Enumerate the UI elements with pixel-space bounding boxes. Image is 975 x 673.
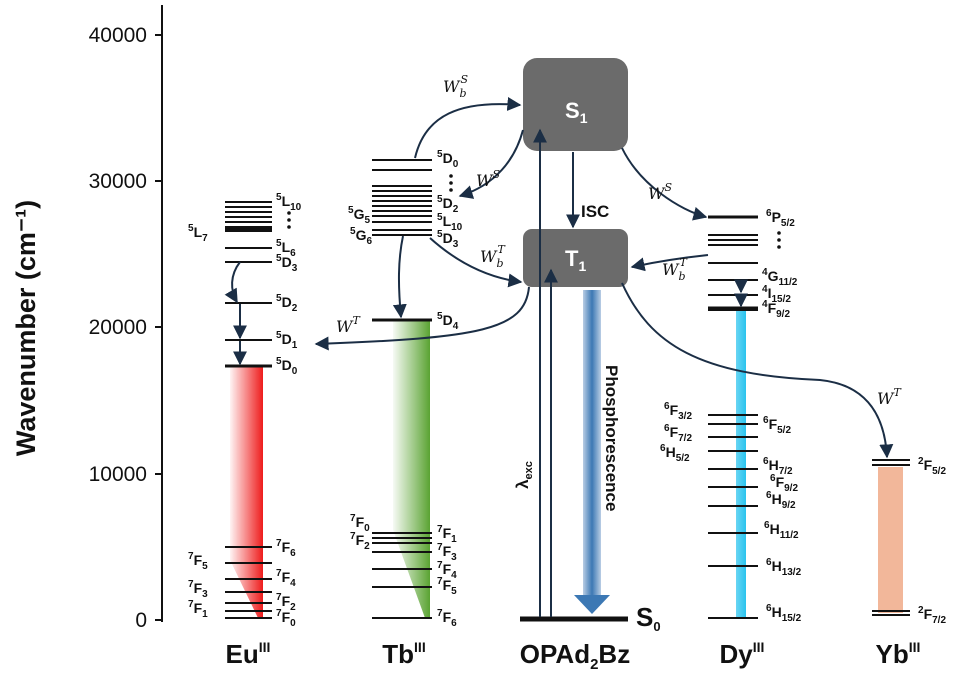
dy-state-label: 4G11/2 [762,267,798,288]
ws-label: WS [476,168,500,190]
wt-yb-arrow [621,282,894,459]
phosphorescence-arrow-head [574,595,610,614]
wbt-dy-arrow [630,254,709,272]
eu-emission-band [230,366,263,618]
y-tick-label: 10000 [89,463,147,486]
tb-state-label: 7F5 [437,576,457,597]
eu-state-label: 7F6 [276,538,296,559]
s0-label: S0 [636,602,661,634]
dy-state-label: 6F9/2 [770,473,798,494]
y-tick-label: 20000 [89,316,147,339]
tb-state-label: 7F4 [437,560,457,581]
dy-state-label: 6H13/2 [766,557,802,578]
tb-state-label: 5D4 [437,311,459,332]
y-axis: 40000 30000 20000 10000 0 Wavenumber (cm… [11,5,163,632]
eu-levels: 5L10 5L7 5L6 5D3 5D2 5D1 5D0 7F6 7F5 7F4… [188,192,302,629]
s1-label: S1 [565,98,588,126]
tb-state-label: 5D0 [437,149,459,170]
eu-relax-arrow [224,261,241,304]
wbt-label: WbT [662,256,689,283]
phosphorescence-arrow-shaft [583,290,601,595]
tb-state-label: 7F2 [350,531,370,552]
eu-state-label: 5D3 [276,253,298,274]
dy-state-label: 6H7/2 [763,456,793,477]
yb-emission-band [878,467,903,613]
eu-state-label: 7F1 [188,599,208,620]
tb-state-label: 5G6 [350,226,372,247]
ws-tb-arrow [458,129,524,199]
yb-state-label: 2F7/2 [918,605,946,626]
tb-relax-arrow [392,235,407,319]
eu-state-label: 7F0 [276,608,296,629]
y-tick-label: 40000 [89,24,147,47]
eu-state-label: 5D0 [276,356,298,377]
tb-emission-band [393,320,430,618]
eu-state-label: 5D1 [276,330,298,351]
dy-state-label: 6F7/2 [664,423,692,444]
tb-state-label: 7F6 [437,608,457,629]
dy-state-label: 6H5/2 [660,443,690,464]
y-tick-label: 30000 [89,170,147,193]
column-label-yb: YbIII [876,639,921,669]
tb-state-label: 5D2 [437,194,459,215]
ws-label: WS [648,181,672,203]
wbs-arrow [414,96,522,159]
tb-state-label: 5L10 [437,212,463,233]
wbt-tb-arrow [429,237,523,288]
s1-state-box [523,58,628,151]
tb-levels: 5D0 5G5 5D2 5L10 5G6 5D3 5D4 7F0 7F1 7F2… [348,149,463,629]
dy-state-label: 6H15/2 [766,603,802,624]
tb-state-label: 7F0 [350,513,370,534]
dy-state-label: 6H9/2 [766,490,796,511]
wbs-label: WbS [443,73,469,100]
eu-state-label: 7F5 [188,551,208,572]
column-label-eu: EuIII [226,639,271,669]
tb-state-label: 5D3 [437,229,459,250]
yb-state-label: 2F5/2 [918,456,946,477]
wbt-label: WbT [480,243,507,270]
eu-state-label: 7F4 [276,568,296,589]
phosphorescence-label: Phosphorescence [602,365,621,511]
ws-dy-arrow [621,147,708,221]
wt-eu-arrow [314,286,530,351]
yb-levels: 2F5/2 2F7/2 [872,456,946,626]
eu-state-label: 5D2 [276,293,298,314]
tb-state-label: 7F3 [437,542,457,563]
dy-emission-band [736,308,746,618]
tb-state-label: 7F1 [437,524,457,545]
dy-state-label: 6P5/2 [766,208,795,229]
dy-state-label: 4I15/2 [762,284,791,305]
eu-state-label: 5L6 [276,238,296,259]
dy-levels: 6P5/2 4G11/2 4I15/2 4F9/2 6F3/2 6F5/2 6F… [660,208,802,624]
wt-label: WT [877,386,902,408]
dy-state-label: 6F5/2 [763,415,791,436]
t1-label: T1 [565,246,586,274]
energy-transfer-arrows: WbS WS WS WbT WbT WT WT [314,73,902,459]
dy-state-label: 6H11/2 [764,520,799,541]
eu-state-label: 7F2 [276,592,296,613]
column-label-tb: TbIII [382,639,425,669]
column-labels: EuIII TbIII OPAd2Bz DyIII YbIII [226,639,921,673]
eu-state-label: 5L7 [188,223,208,244]
wt-label: WT [336,314,361,336]
lambda-exc-label: λexc [513,461,535,489]
eu-state-label: 5L10 [276,192,302,213]
column-label-dy: DyIII [720,639,765,669]
dy-state-label: 4F9/2 [762,299,790,320]
eu-state-label: 7F3 [188,579,208,600]
column-label-opad2bz: OPAd2Bz [520,639,630,673]
ligand-levels: S1 T1 S0 λexc ISC Phosphorescence [513,58,661,634]
isc-label: ISC [581,202,609,221]
dy-state-label: 6F3/2 [664,401,692,422]
y-tick-label: 0 [135,609,147,632]
tb-state-label: 5G5 [348,205,370,226]
y-axis-title: Wavenumber (cm⁻¹) [11,200,41,456]
